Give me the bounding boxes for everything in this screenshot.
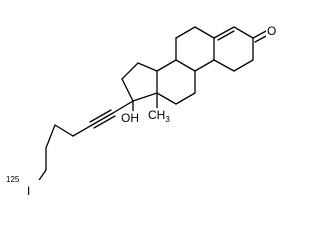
isotope-text: 125 — [6, 175, 20, 184]
alkyl-chain — [34, 124, 93, 187]
iodine-text: I — [27, 184, 30, 198]
ring-b — [175, 26, 215, 72]
ring-c — [156, 59, 196, 105]
ring-a — [213, 26, 254, 72]
ring-d — [121, 62, 158, 102]
hydroxyl-text: OH — [121, 111, 139, 125]
oxygen-text: O — [267, 24, 276, 38]
label-carbonyl-oxygen: O — [266, 24, 278, 38]
alkyne-bond — [89, 100, 134, 129]
label-hydroxyl: OH — [120, 111, 144, 125]
label-methyl: CH3 — [146, 108, 170, 124]
structure-diagram: O OH CH3 125 I — [6, 24, 278, 198]
methyl-text: CH3 — [148, 108, 170, 124]
label-iodine: 125 I — [6, 175, 40, 198]
molecule-drawing: O OH CH3 125 I — [6, 24, 278, 198]
